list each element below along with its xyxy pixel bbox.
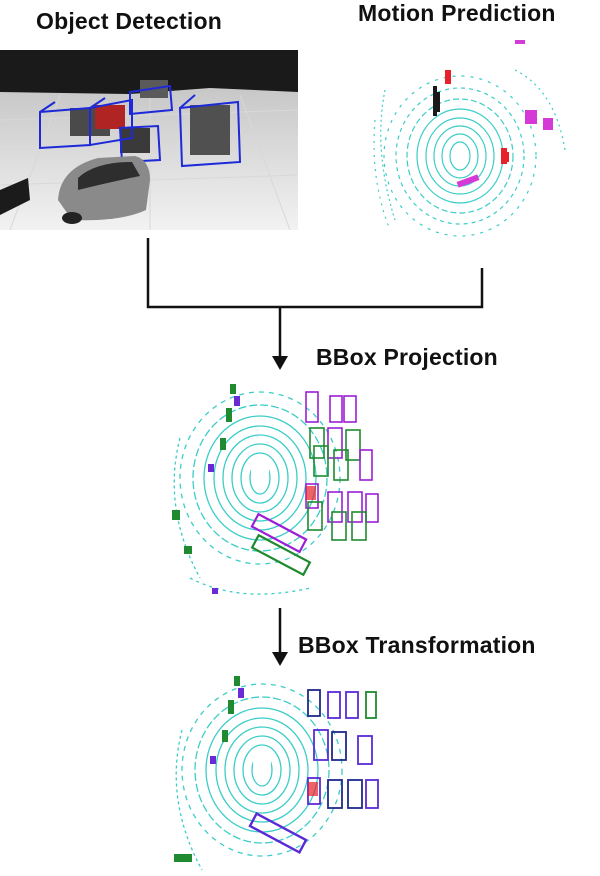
bbox-transformation-label: BBox Transformation [298,632,536,658]
motion-prediction-label: Motion Prediction [358,0,556,26]
detection-boxes [39,84,242,168]
bbox-projection-label: BBox Projection [316,344,498,370]
foreground-car [58,156,150,224]
object-detection-image [0,50,298,230]
arrow-down-icon [272,356,288,370]
bbox-projection-image [160,378,382,604]
motion-prediction-image [365,30,577,248]
arrow-down-icon [272,652,288,666]
bbox-transformation-image [162,670,384,876]
object-detection-label: Object Detection [36,8,222,34]
